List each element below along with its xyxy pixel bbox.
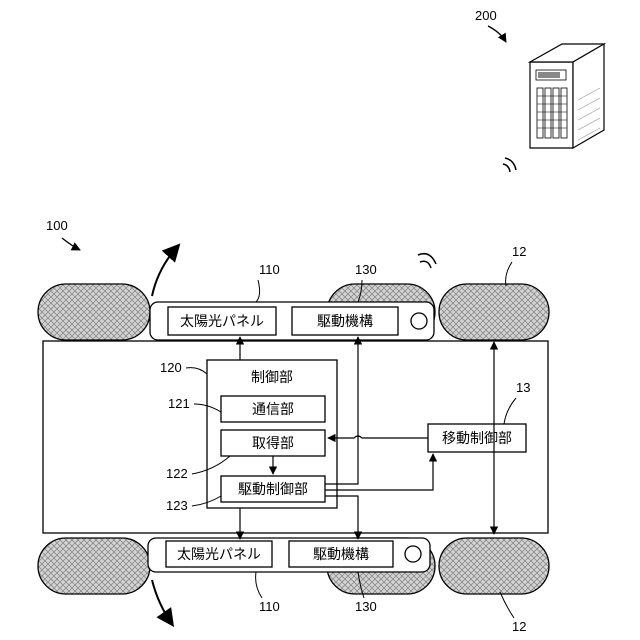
server-wireless-icon [503,158,516,172]
vehicle-leader-arrow [62,238,80,250]
server-tower-icon [530,44,604,148]
bottom-rotation-curved-arrow-icon [152,580,172,624]
solar-panel-top-ref: 110 [259,262,280,277]
movement-controller-label: 移動制御部 [442,431,512,447]
movement-controller-ref: 13 [516,380,530,395]
vehicle-ref-label: 100 [46,218,68,233]
wheel-top-right [439,284,549,340]
solar-panel-top-leader [256,280,260,302]
drive-controller-ref: 123 [166,498,188,513]
wheel-top-leader [506,262,512,286]
solar-panel-bottom-leader [256,572,262,598]
vehicle-wireless-icon [418,254,436,268]
communication-ref: 121 [168,396,190,411]
drive-mechanism-bottom-ref: 130 [355,599,377,614]
wheel-bottom-ref: 12 [512,619,526,634]
server-leader-arrow [488,26,506,42]
acquisition-label: 取得部 [252,435,294,452]
wheel-top-left [38,284,150,340]
acquisition-ref: 122 [166,466,188,481]
controller-ref: 120 [160,360,182,375]
bottom-solar-panel-label: 太陽光パネル [177,547,261,563]
top-connector-circle [411,313,427,329]
wheel-bottom-leader [500,592,514,618]
drive-mechanism-top-ref: 130 [355,262,377,277]
drive-controller-label: 駆動制御部 [238,482,308,498]
controller-label: 制御部 [251,370,293,386]
bottom-connector-circle [405,546,421,562]
communication-label: 通信部 [252,402,294,418]
bottom-drive-mechanism-label: 駆動機構 [313,547,369,563]
top-drive-mechanism-label: 駆動機構 [317,314,373,330]
server-ref-label: 200 [475,8,497,23]
solar-panel-bottom-ref: 110 [259,599,280,614]
wheel-bottom-left [38,538,150,594]
top-solar-panel-label: 太陽光パネル [180,314,264,330]
top-rotation-curved-arrow-icon [152,246,178,296]
wheel-bottom-right [439,538,549,594]
wheel-top-ref: 12 [512,244,526,259]
